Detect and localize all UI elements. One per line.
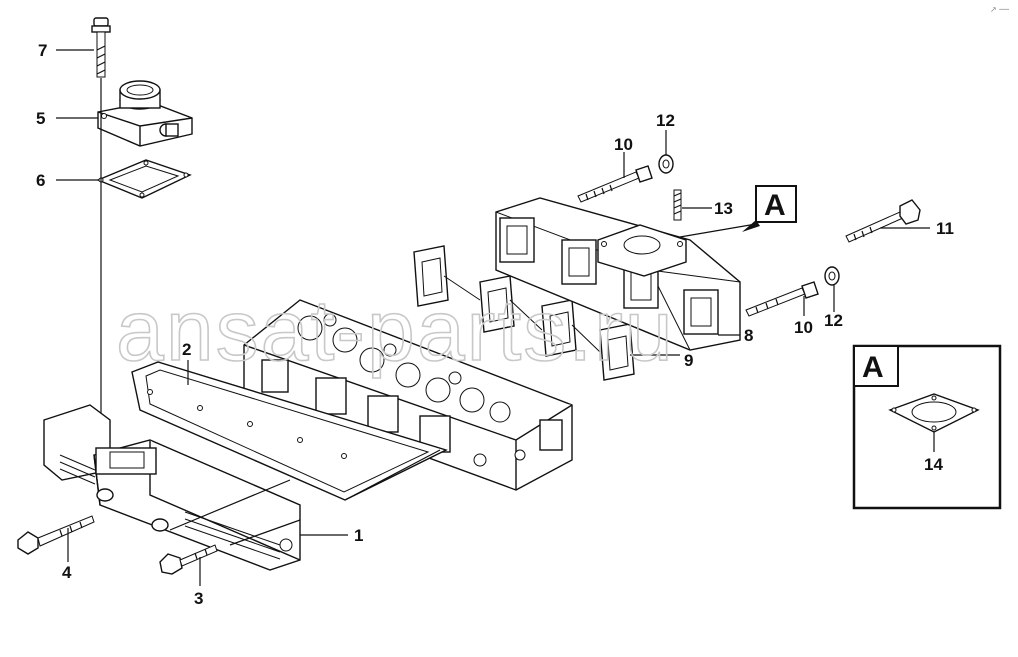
callout-12-upper: 12 [656, 111, 675, 130]
exhaust-gasket-9 [413, 245, 635, 381]
stud-13 [673, 189, 682, 221]
view-reference-label: A [764, 189, 786, 222]
gasket-14 [888, 393, 980, 433]
callout-4: 4 [62, 563, 72, 582]
callout-9: 9 [684, 351, 693, 370]
callout-10-upper: 10 [614, 135, 633, 154]
callout-2: 2 [182, 340, 191, 359]
gasket-6 [96, 159, 192, 199]
thermostat-housing-5 [97, 80, 193, 147]
bolt-10-upper [577, 165, 653, 203]
detail-view-label: A [862, 351, 884, 384]
callout-14: 14 [924, 455, 943, 474]
intake-manifold-1 [43, 404, 301, 571]
exhaust-manifold-8 [495, 197, 741, 351]
callout-8: 8 [744, 326, 753, 345]
callout-6: 6 [36, 171, 45, 190]
callout-7: 7 [38, 41, 47, 60]
bolt-7 [91, 17, 111, 78]
bolt-4 [17, 515, 95, 555]
bolt-11 [845, 199, 921, 243]
nut-12-lower [824, 266, 840, 286]
callout-5: 5 [36, 109, 45, 128]
nut-12-upper [658, 154, 674, 174]
bolt-3 [159, 544, 218, 575]
callout-10-lower: 10 [794, 318, 813, 337]
callout-11: 11 [936, 219, 954, 238]
gasket-2 [131, 361, 448, 501]
callout-1: 1 [354, 526, 363, 545]
watermark: ansat-parts.ru [116, 283, 675, 379]
bolt-10-lower [745, 281, 819, 317]
corner-mark: ↗ ── [990, 5, 1009, 14]
view-reference-a: A [755, 185, 797, 223]
callout-3: 3 [194, 589, 203, 608]
detail-view-a: A 14 [852, 344, 1002, 510]
callout-12-lower: 12 [824, 311, 843, 330]
callout-13: 13 [714, 199, 733, 218]
cylinder-head [243, 299, 573, 491]
